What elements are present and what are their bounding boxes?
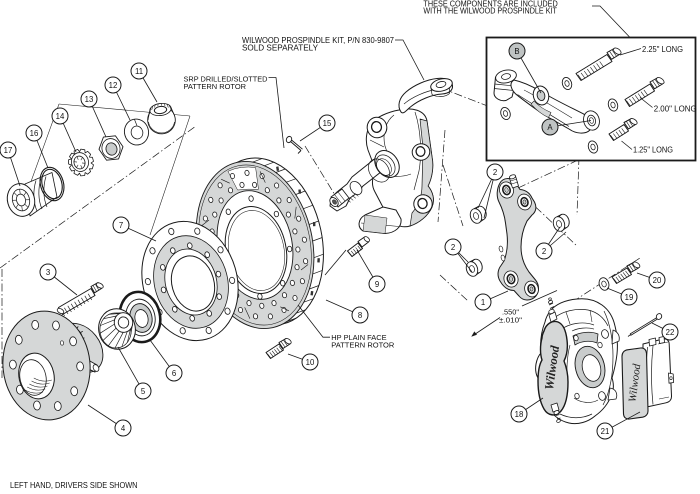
svg-text:15: 15: [323, 119, 332, 128]
svg-text:±.010": ±.010": [499, 315, 522, 324]
svg-text:8: 8: [358, 311, 362, 320]
svg-text:16: 16: [30, 129, 39, 138]
svg-text:19: 19: [625, 293, 634, 302]
svg-text:14: 14: [56, 112, 65, 121]
svg-text:SOLD SEPARATELY: SOLD SEPARATELY: [242, 42, 318, 52]
svg-text:7: 7: [119, 221, 123, 230]
svg-text:2: 2: [493, 168, 497, 177]
svg-text:B: B: [514, 47, 519, 56]
svg-text:PATTERN ROTOR: PATTERN ROTOR: [184, 82, 247, 91]
svg-text:2.25" LONG: 2.25" LONG: [642, 44, 683, 54]
svg-text:PATTERN ROTOR: PATTERN ROTOR: [331, 340, 394, 349]
svg-text:3: 3: [46, 268, 50, 277]
svg-text:21: 21: [601, 427, 610, 436]
svg-text:22: 22: [666, 328, 675, 337]
svg-text:11: 11: [135, 67, 143, 76]
svg-text:1: 1: [481, 298, 485, 307]
svg-text:5: 5: [141, 387, 146, 396]
svg-text:LEFT HAND, DRIVERS SIDE SHOWN: LEFT HAND, DRIVERS SIDE SHOWN: [10, 480, 138, 489]
svg-text:9: 9: [375, 280, 379, 289]
svg-text:2: 2: [451, 243, 455, 252]
svg-text:10: 10: [306, 358, 315, 367]
svg-text:13: 13: [85, 95, 94, 104]
svg-text:17: 17: [4, 146, 13, 155]
svg-text:WITH THE WILWOOD PROSPINDLE KI: WITH THE WILWOOD PROSPINDLE KIT: [423, 6, 557, 16]
svg-text:A: A: [547, 123, 553, 132]
svg-text:4: 4: [121, 424, 126, 433]
svg-text:1.25" LONG: 1.25" LONG: [633, 145, 673, 155]
svg-text:18: 18: [515, 410, 524, 419]
svg-text:6: 6: [172, 369, 176, 378]
svg-text:2: 2: [542, 247, 546, 256]
svg-text:12: 12: [109, 81, 118, 90]
svg-text:20: 20: [653, 276, 662, 285]
svg-text:2.00" LONG: 2.00" LONG: [654, 104, 697, 114]
